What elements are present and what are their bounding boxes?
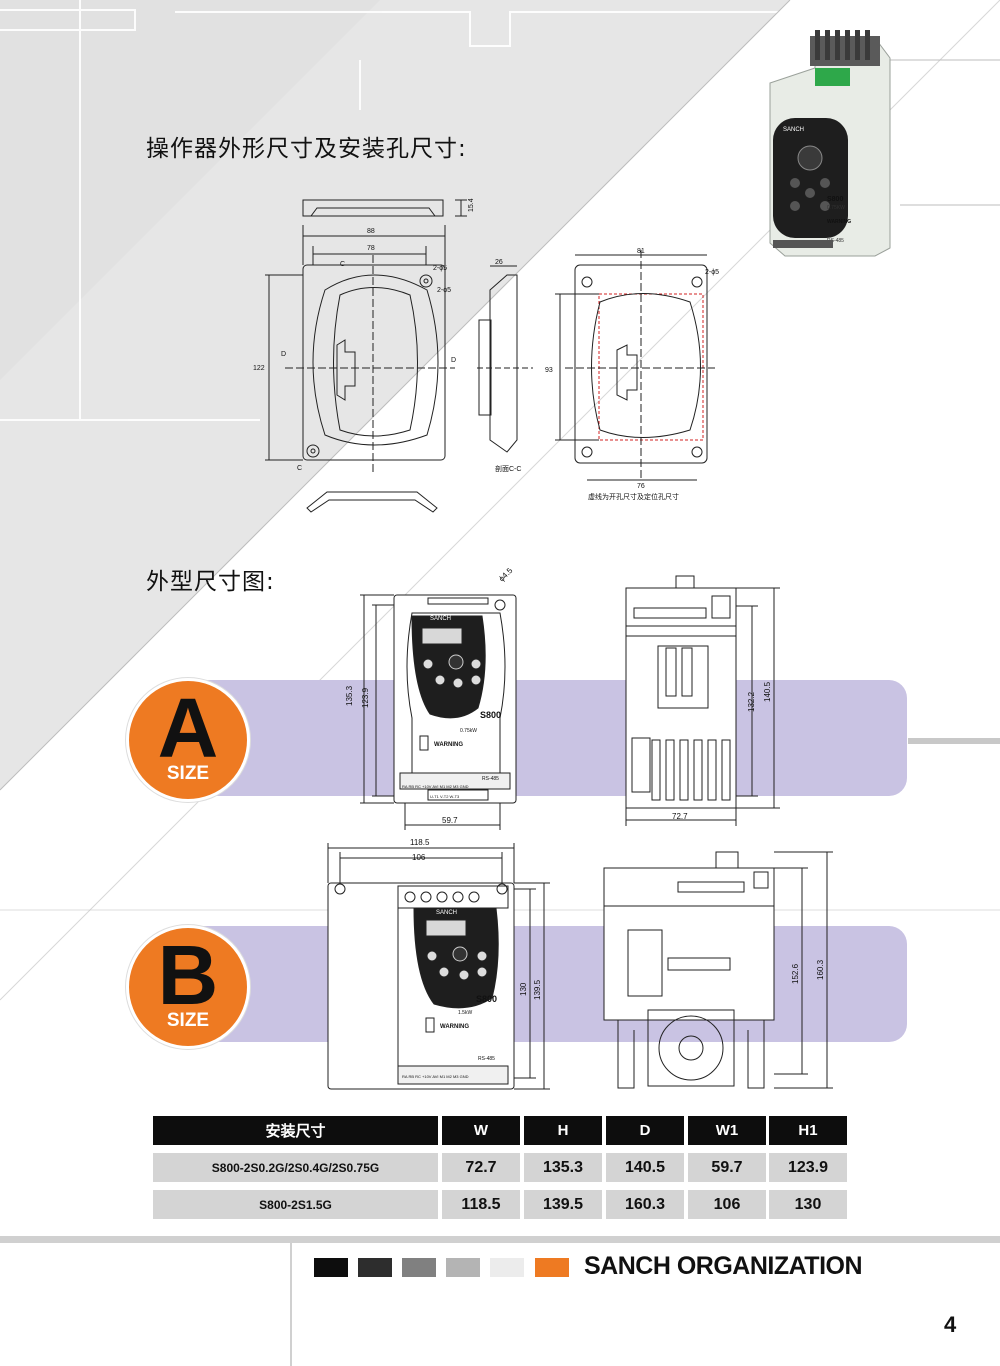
section-label: 剖面C-C: [495, 464, 521, 473]
dim-106: 106: [412, 853, 426, 862]
photo-brand-logo: SANCH: [783, 127, 804, 133]
table-cell-w-1: 72.7: [442, 1153, 520, 1182]
color-swatch-gray: [402, 1258, 436, 1277]
table-header-h1: H1: [769, 1116, 847, 1145]
table-cell-h1-2: 130: [769, 1190, 847, 1219]
color-swatch-dark-gray: [358, 1258, 392, 1277]
dim-76: 76: [637, 483, 645, 490]
size-a-dimension-drawing: 135.3 123.9 59.7 ϕ4.5 132.2 140.5 72.7 S…: [345, 568, 780, 830]
size-a-badge: A SIZE: [126, 678, 250, 802]
size-b-terminals-top: RA RB RC +10V AVI M1 M2 M3 GND: [402, 1074, 469, 1079]
dim-122: 122: [253, 365, 265, 372]
photo-warning: WARNING: [827, 219, 851, 225]
dim-93: 93: [545, 367, 553, 374]
table-row-model: S800-2S0.2G/2S0.4G/2S0.75G: [153, 1153, 438, 1182]
dim-15-4: 15.4: [468, 198, 475, 212]
table-cell-h-1: 135.3: [524, 1153, 602, 1182]
size-a-terminals-bottom: U-T1 V-T2 W-T3: [430, 794, 460, 799]
dim-123-9: 123.9: [361, 687, 370, 708]
dim-hole-a: 2-ϕ5: [433, 265, 447, 272]
section-mark-d-right: D: [451, 357, 456, 364]
size-a-letter: A: [157, 681, 219, 775]
size-b-model: S800: [476, 994, 497, 1004]
table-cell-h1-1: 123.9: [769, 1153, 847, 1182]
table-cell-model-2: S800-2S1.5G: [259, 1197, 332, 1212]
dim-139-5: 139.5: [533, 979, 542, 1000]
size-b-band: [185, 926, 907, 1042]
table-header-install-dim: 安装尺寸: [153, 1116, 438, 1145]
size-a-rating: 0.75kW: [460, 728, 477, 734]
section-title-outline: 外型尺寸图:: [146, 569, 275, 595]
table-cell-w1-2: 106: [688, 1190, 766, 1219]
dim-78: 78: [367, 245, 375, 252]
dim-59-7: 59.7: [442, 816, 458, 825]
size-a-label: SIZE: [166, 763, 210, 784]
size-a-warning: WARNING: [434, 742, 463, 748]
brand-organization: SANCH ORGANIZATION: [584, 1252, 863, 1280]
size-b-dimension-drawing: 118.5 106 130 139.5 152.6 160.3 SANCH S8…: [327, 838, 833, 1090]
section-mark-d-left: D: [281, 351, 286, 358]
dim-140-5: 140.5: [763, 681, 772, 702]
dim-hole-c: 2-ϕ5: [705, 269, 719, 276]
dim-132-2: 132.2: [747, 691, 756, 712]
dim-88: 88: [367, 228, 375, 235]
size-b-label: SIZE: [166, 1010, 210, 1031]
table-cell-d-2: 160.3: [606, 1190, 684, 1219]
section-mark-c-top: C: [340, 261, 345, 268]
dim-72-7: 72.7: [672, 812, 688, 821]
size-a-terminals-top: RA RB RC +10V AVI M1 M2 M3 GND: [402, 784, 469, 789]
photo-model: S800: [827, 196, 843, 203]
cutout-note: 虚线为开孔尺寸及定位孔尺寸: [588, 492, 679, 501]
dim-130: 130: [519, 982, 528, 996]
color-swatch-orange: [535, 1258, 569, 1277]
size-b-letter: B: [157, 928, 219, 1022]
footer-rule: [0, 1236, 1000, 1243]
dim-26: 26: [495, 259, 503, 266]
table-header-d: D: [606, 1116, 684, 1145]
photo-rating: 0.75KW: [827, 205, 845, 211]
photo-port: RS-485: [827, 238, 844, 244]
section-title-keypad: 操作器外形尺寸及安装孔尺寸:: [146, 136, 467, 162]
table-cell-w1-1: 59.7: [688, 1153, 766, 1182]
keypad-dimension-drawing: 15.4 88 78 26 81 2-ϕ5 2-ϕ5 2-ϕ5 122 93 7…: [253, 198, 719, 513]
page-number: 4: [944, 1312, 957, 1337]
table-cell-w-2: 118.5: [442, 1190, 520, 1219]
table-header-w: W: [442, 1116, 520, 1145]
dim-152-6: 152.6: [791, 963, 800, 984]
section-mark-c-bottom: C: [297, 465, 302, 472]
dim-hole-b: 2-ϕ5: [437, 287, 451, 294]
size-b-rating: 1.5kW: [458, 1010, 472, 1016]
size-b-badge: B SIZE: [126, 925, 250, 1049]
table-header-h: H: [524, 1116, 602, 1145]
color-swatch-off-white: [490, 1258, 524, 1277]
dim-hole-4-5: ϕ4.5: [497, 568, 515, 583]
size-a-brand-logo: SANCH: [430, 616, 451, 622]
dim-135-3: 135.3: [345, 685, 354, 706]
table-row-model: S800-2S1.5G: [153, 1190, 438, 1219]
product-photo: SANCH S800 0.75KW WARNING RS-485: [769, 30, 891, 257]
size-b-warning: WARNING: [440, 1024, 469, 1030]
size-a-band: [185, 680, 907, 796]
dim-81: 81: [637, 248, 645, 255]
table-cell-h-2: 139.5: [524, 1190, 602, 1219]
color-swatch-light-gray: [446, 1258, 480, 1277]
dim-160-3: 160.3: [816, 959, 825, 980]
size-b-brand-logo: SANCH: [436, 910, 457, 916]
table-cell-d-1: 140.5: [606, 1153, 684, 1182]
table-cell-model-1: S800-2S0.2G/2S0.4G/2S0.75G: [211, 1160, 380, 1175]
dim-118-5: 118.5: [410, 838, 430, 847]
footer-divider: [290, 1236, 292, 1366]
size-b-port: RS-485: [478, 1056, 495, 1062]
size-a-port: RS-485: [482, 776, 499, 782]
color-swatch-black: [314, 1258, 348, 1277]
background-decoration: [0, 0, 1000, 1001]
table-header-w1: W1: [688, 1116, 766, 1145]
size-a-model: S800: [480, 710, 501, 720]
